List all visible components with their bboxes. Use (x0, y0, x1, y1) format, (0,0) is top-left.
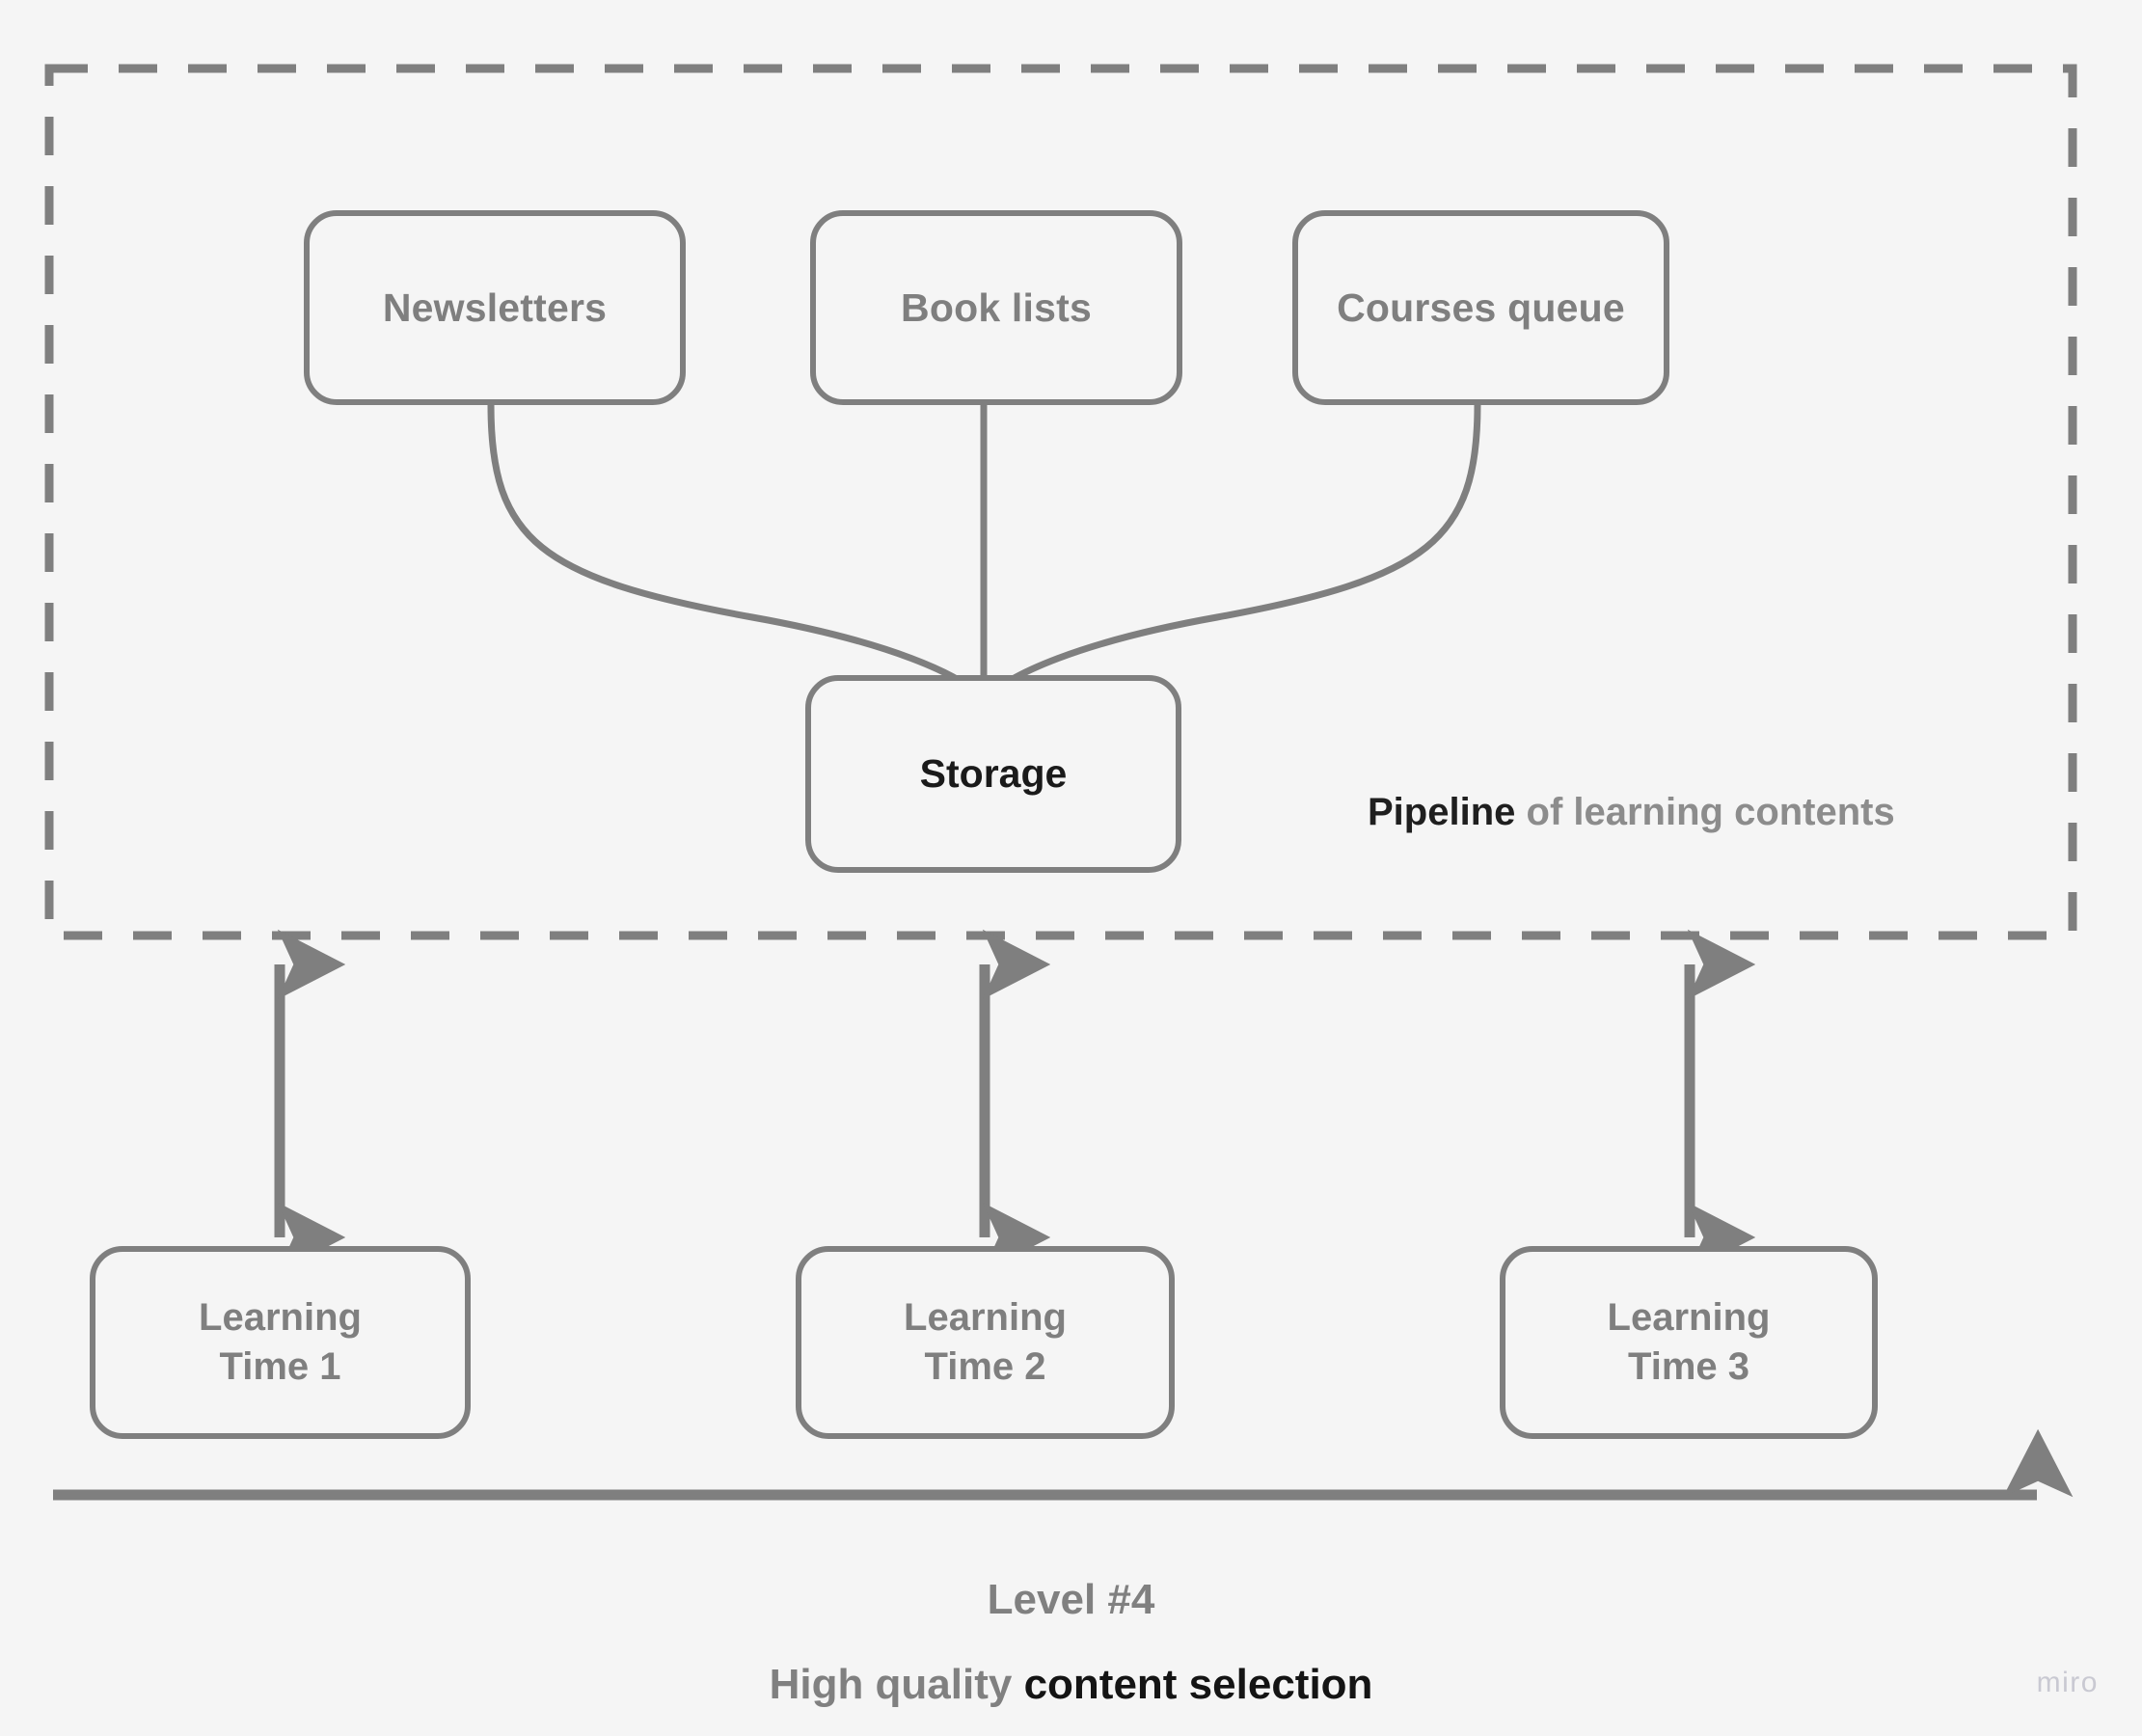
node-learning-time-2[interactable]: Learning Time 2 (796, 1246, 1175, 1439)
caption-line-1: Level #4 (0, 1572, 2142, 1628)
node-courses-queue[interactable]: Courses queue (1292, 210, 1669, 405)
node-book-lists-label: Book lists (901, 285, 1092, 330)
edge-coursesqueue-to-storage (982, 401, 1481, 704)
pipeline-group-label-strong: Pipeline (1368, 791, 1516, 833)
node-learning-time-3[interactable]: Learning Time 3 (1500, 1246, 1878, 1439)
node-storage[interactable]: Storage (805, 675, 1181, 873)
node-learning-time-1-label: Learning Time 1 (199, 1295, 362, 1388)
miro-watermark: miro (2036, 1667, 2099, 1698)
node-learning-time-2-label: Learning Time 2 (904, 1295, 1067, 1388)
caption-level-text: Level #4 (987, 1576, 1155, 1623)
caption-muted-text: High quality (769, 1661, 1024, 1708)
node-newsletters-label: Newsletters (382, 285, 608, 330)
pipeline-group-label: Pipeline of learning contents (1368, 791, 1895, 834)
node-newsletters[interactable]: Newsletters (304, 210, 686, 405)
node-courses-queue-label: Courses queue (1337, 285, 1625, 330)
caption-line-2: High quality content selection (0, 1657, 2142, 1713)
pipeline-group-label-rest: of learning contents (1515, 791, 1895, 833)
node-learning-time-1[interactable]: Learning Time 1 (90, 1246, 471, 1439)
node-book-lists[interactable]: Book lists (810, 210, 1182, 405)
caption-dark-text: content selection (1023, 1661, 1373, 1708)
node-storage-label: Storage (919, 751, 1068, 797)
node-learning-time-3-label: Learning Time 3 (1607, 1295, 1771, 1388)
edge-newsletters-to-storage (487, 401, 988, 704)
